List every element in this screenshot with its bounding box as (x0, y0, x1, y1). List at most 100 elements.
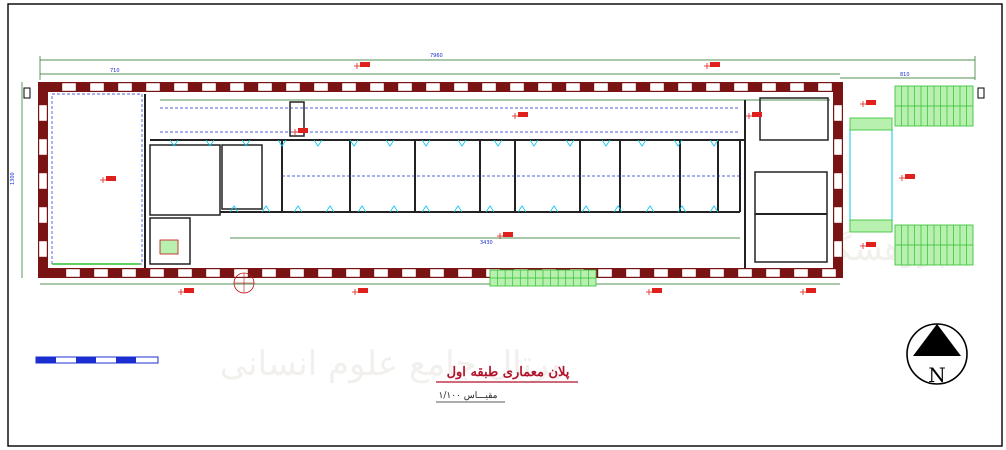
window-top (649, 82, 665, 92)
elevation-tag (905, 174, 915, 179)
door-swing (169, 139, 179, 147)
door-swing (389, 205, 399, 213)
north-arrow-icon (913, 324, 961, 356)
window-bottom (597, 268, 613, 278)
right-block (744, 97, 829, 268)
section-marker-right (977, 87, 985, 99)
sheet-border (7, 3, 1003, 447)
door-swing (385, 139, 395, 147)
window-top (341, 82, 357, 92)
door-swing (709, 205, 719, 213)
left-dimension-line: 1300 (10, 82, 23, 278)
window-top (89, 82, 105, 92)
door-swing (485, 205, 495, 213)
window-bottom (121, 268, 137, 278)
window-bottom (289, 268, 305, 278)
elevation-tag (652, 288, 662, 293)
room-row (281, 140, 741, 212)
window-top (593, 82, 609, 92)
window-bottom (457, 268, 473, 278)
door-swing (565, 139, 575, 147)
window-openings (38, 82, 843, 278)
window-top (257, 82, 273, 92)
door-swing (229, 205, 239, 213)
lower-corridor: 3430 (220, 211, 740, 246)
window-top (565, 82, 581, 92)
door-swing (673, 139, 683, 147)
elevation-tag (518, 112, 528, 117)
door-swing (517, 205, 527, 213)
elevation-tag (503, 232, 513, 237)
elevation-tags (100, 62, 915, 295)
window-left (38, 240, 48, 258)
graphic-scale-bar (35, 356, 159, 364)
spiral-stair[interactable] (233, 272, 255, 294)
door-swing (277, 139, 287, 147)
door-swing (293, 205, 303, 213)
window-bottom (401, 268, 417, 278)
window-left (38, 138, 48, 156)
entrance-stair[interactable] (489, 269, 597, 287)
window-top (621, 82, 637, 92)
window-bottom (149, 268, 165, 278)
window-right (833, 172, 843, 190)
elevation-tag (866, 100, 876, 105)
overall-dimension-label: 7960 (430, 53, 443, 59)
door-swing (261, 205, 271, 213)
door-swing (581, 205, 591, 213)
door-swing (613, 205, 623, 213)
window-bottom (653, 268, 669, 278)
window-top (733, 82, 749, 92)
door-swing (457, 139, 467, 147)
section-marker-left (23, 87, 31, 99)
door-swing (357, 205, 367, 213)
door-swing (601, 139, 611, 147)
window-bottom (373, 268, 389, 278)
elevation-tag (806, 288, 816, 293)
window-top (761, 82, 777, 92)
stair-landing (849, 117, 893, 233)
window-bottom (233, 268, 249, 278)
door-swing (529, 139, 539, 147)
door-swing (709, 139, 719, 147)
window-top (817, 82, 833, 92)
window-left (38, 104, 48, 122)
window-top (201, 82, 217, 92)
window-top (285, 82, 301, 92)
elevation-tag (866, 242, 876, 247)
stair-north[interactable] (894, 85, 974, 127)
window-left (38, 206, 48, 224)
left-room (51, 93, 146, 268)
scale-label: مقیـــاس ۱/۱۰۰ (439, 391, 498, 401)
window-bottom (709, 268, 725, 278)
door-swing (349, 139, 359, 147)
window-top (313, 82, 329, 92)
window-right (833, 240, 843, 258)
window-top (369, 82, 385, 92)
door-swing (421, 205, 431, 213)
door-swing (549, 205, 559, 213)
door-swing (453, 205, 463, 213)
window-bottom (177, 268, 193, 278)
watermark-text-2: پرتال جامع علوم انسانی (220, 344, 560, 384)
elevation-tag (360, 62, 370, 67)
door-swing (241, 139, 251, 147)
door-swing (493, 139, 503, 147)
north-arrow: N (906, 323, 968, 387)
door-swing (677, 205, 687, 213)
window-symbols (169, 139, 719, 213)
elevation-tag (710, 62, 720, 67)
elevation-tag (184, 288, 194, 293)
exterior-walls (38, 82, 843, 278)
corridor-dimension-label: 3430 (480, 240, 493, 246)
window-right (833, 104, 843, 122)
window-top (61, 82, 77, 92)
window-top (145, 82, 161, 92)
door-swing (637, 139, 647, 147)
window-right (833, 138, 843, 156)
window-bottom (681, 268, 697, 278)
stair-south[interactable] (894, 224, 974, 266)
window-bottom (821, 268, 837, 278)
